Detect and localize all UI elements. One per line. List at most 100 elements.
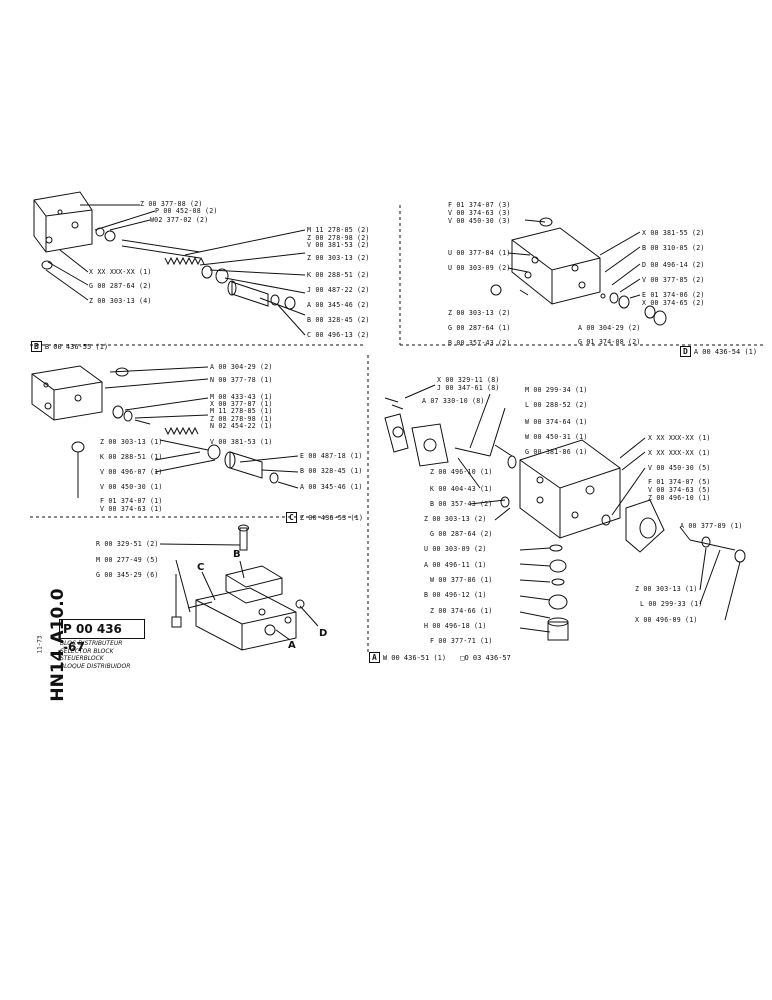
label-d-3: U 00 377-84 (1) (448, 249, 511, 257)
label-c-2: M 00 433-43 (1) (210, 393, 273, 401)
label-d-10: X 00 374-65 (2) (642, 299, 705, 307)
section-b-text: B 00 436-55 (1) (44, 343, 109, 351)
label-c-7: Z 00 303-13 (1) (100, 438, 163, 446)
label-a-7: G 00 381-86 (1) (525, 448, 588, 456)
label-a-16: B 00 496-12 (1) (424, 591, 487, 599)
label-a-9: K 00 404-43 (1) (430, 485, 493, 493)
label-c-15: F 01 374-07 (1) (100, 497, 163, 505)
label-d-11: Z 00 303-13 (2) (448, 309, 511, 317)
label-c-5: Z 00 278-98 (1) (210, 415, 273, 423)
label-a-19: F 00 377-71 (1) (430, 637, 493, 645)
section-d-text: A 00 436-54 (1) (693, 348, 758, 356)
title-fr: BLOC DISTRIBUTEUR (60, 640, 123, 647)
label-d-15: G 01 374-08 (2) (578, 338, 641, 346)
section-a-extra: □O 03 436-57 (460, 654, 511, 662)
date-code: 11-73 (36, 635, 44, 654)
label-c-0: A 00 304-29 (2) (210, 363, 273, 371)
title-es: BLOQUE DISTRIBUIDOR (60, 662, 131, 670)
label-d-13: B 00 357-43 (2) (448, 339, 511, 347)
section-a-box: A (369, 652, 380, 663)
label-a-0: X 00 329-11 (8) (437, 376, 500, 384)
label-c-14: A 00 345-46 (1) (300, 483, 363, 491)
label-a-1: J 00 347-61 (8) (437, 384, 500, 392)
section-c-box: C (286, 512, 297, 523)
title-en: SELECTOR BLOCK (60, 647, 114, 655)
assembly-label-2: G 00 345-29 (6) (96, 571, 159, 579)
label-c-1: N 00 377-78 (1) (210, 376, 273, 384)
title-list: BLOC DISTRIBUTEUR SELECTOR BLOCK STEUERB… (60, 640, 130, 670)
label-a-20: X XX XXX-XX (1) (648, 434, 711, 442)
label-a-24: V 00 374-63 (5) (648, 486, 711, 494)
label-a-27: Z 00 303-13 (1) (635, 585, 698, 593)
label-c-12: B 00 328-45 (1) (300, 467, 363, 475)
label-d-2: V 00 450-30 (3) (448, 217, 511, 225)
label-a-2: A 07 330-10 (8) (422, 397, 485, 405)
label-b-2: W02 377-02 (2) (150, 216, 209, 224)
section-b-box: B (31, 341, 42, 352)
label-b-0: Z 00 377-88 (2) (140, 200, 203, 208)
label-a-29: X 00 496-09 (1) (635, 616, 698, 624)
label-d-12: G 00 287-64 (1) (448, 324, 511, 332)
label-a-12: G 00 287-64 (2) (430, 530, 493, 538)
label-a-22: V 00 450-30 (5) (648, 464, 711, 472)
label-a-4: L 00 288-52 (2) (525, 401, 588, 409)
label-b-9: A 00 345-46 (2) (307, 301, 370, 309)
part-number: P 00 436 -67 (59, 619, 145, 654)
label-a-18: H 00 496-18 (1) (424, 622, 487, 630)
label-b-4: Z 00 278-98 (2) (307, 234, 370, 242)
section-c-text: Z 00 436-53 (1) (299, 514, 364, 522)
label-b-12: X XX XXX-XX (1) (89, 268, 152, 276)
label-c-8: V 00 381-53 (1) (210, 438, 273, 446)
section-a-text: W 00 436-51 (1) (382, 654, 447, 662)
label-a-25: Z 00 496-10 (1) (648, 494, 711, 502)
label-b-1: P 00 452-08 (2) (155, 207, 218, 215)
assembly-callout-d: D (319, 628, 328, 639)
label-a-3: M 00 299-34 (1) (525, 386, 588, 394)
label-d-1: V 00 374-63 (3) (448, 209, 511, 217)
label-c-11: V 00 496-07 (1) (100, 468, 163, 476)
label-c-10: E 00 487-18 (1) (300, 452, 363, 460)
label-b-14: Z 00 303-13 (4) (89, 297, 152, 305)
label-a-11: Z 00 303-13 (2) (424, 515, 487, 523)
label-a-6: W 00 450-31 (1) (525, 433, 588, 441)
label-b-10: B 00 328-45 (2) (307, 316, 370, 324)
label-c-9: K 00 288-51 (1) (100, 453, 163, 461)
label-b-7: K 00 288-51 (2) (307, 271, 370, 279)
label-d-7: D 00 496-14 (2) (642, 261, 705, 269)
label-a-10: B 00 357-43 (2) (430, 500, 493, 508)
label-d-5: X 00 381-55 (2) (642, 229, 705, 237)
label-a-14: A 00 496-11 (1) (424, 561, 487, 569)
section-d-box: D (680, 346, 691, 357)
label-d-6: B 00 310-05 (2) (642, 244, 705, 252)
title-de: STEUERBLOCK (60, 655, 104, 662)
label-b-6: Z 00 303-13 (2) (307, 254, 370, 262)
label-a-5: W 00 374-64 (1) (525, 418, 588, 426)
label-a-17: Z 00 374-66 (1) (430, 607, 493, 615)
assembly-callout-b: B (233, 549, 241, 560)
label-c-3: X 00 377-87 (1) (210, 400, 273, 408)
label-a-23: F 01 374-07 (5) (648, 478, 711, 486)
label-a-15: W 00 377-86 (1) (430, 576, 493, 584)
label-b-11: C 00 496-13 (2) (307, 331, 370, 339)
assembly-callout-a: A (288, 640, 296, 651)
label-d-14: A 00 304-29 (2) (578, 324, 641, 332)
label-d-0: F 01 374-07 (3) (448, 201, 511, 209)
label-a-21: X XX XXX-XX (1) (648, 449, 711, 457)
assembly-callout-c: C (197, 562, 205, 573)
label-a-26: A 00 377-89 (1) (680, 522, 743, 530)
label-a-13: U 00 303-09 (2) (424, 545, 487, 553)
assembly-label-1: M 00 277-49 (5) (96, 556, 159, 564)
label-a-28: L 00 299-33 (1) (640, 600, 703, 608)
label-c-16: V 00 374-63 (1) (100, 505, 163, 513)
label-b-5: V 00 381-53 (2) (307, 241, 370, 249)
label-b-8: J 00 487-22 (2) (307, 286, 370, 294)
label-d-8: V 00 377-85 (2) (642, 276, 705, 284)
label-c-4: M 11 278-85 (1) (210, 407, 273, 415)
label-a-8: Z 00 496-10 (1) (430, 468, 493, 476)
label-d-4: U 00 303-09 (2) (448, 264, 511, 272)
label-b-13: G 00 287-64 (2) (89, 282, 152, 290)
